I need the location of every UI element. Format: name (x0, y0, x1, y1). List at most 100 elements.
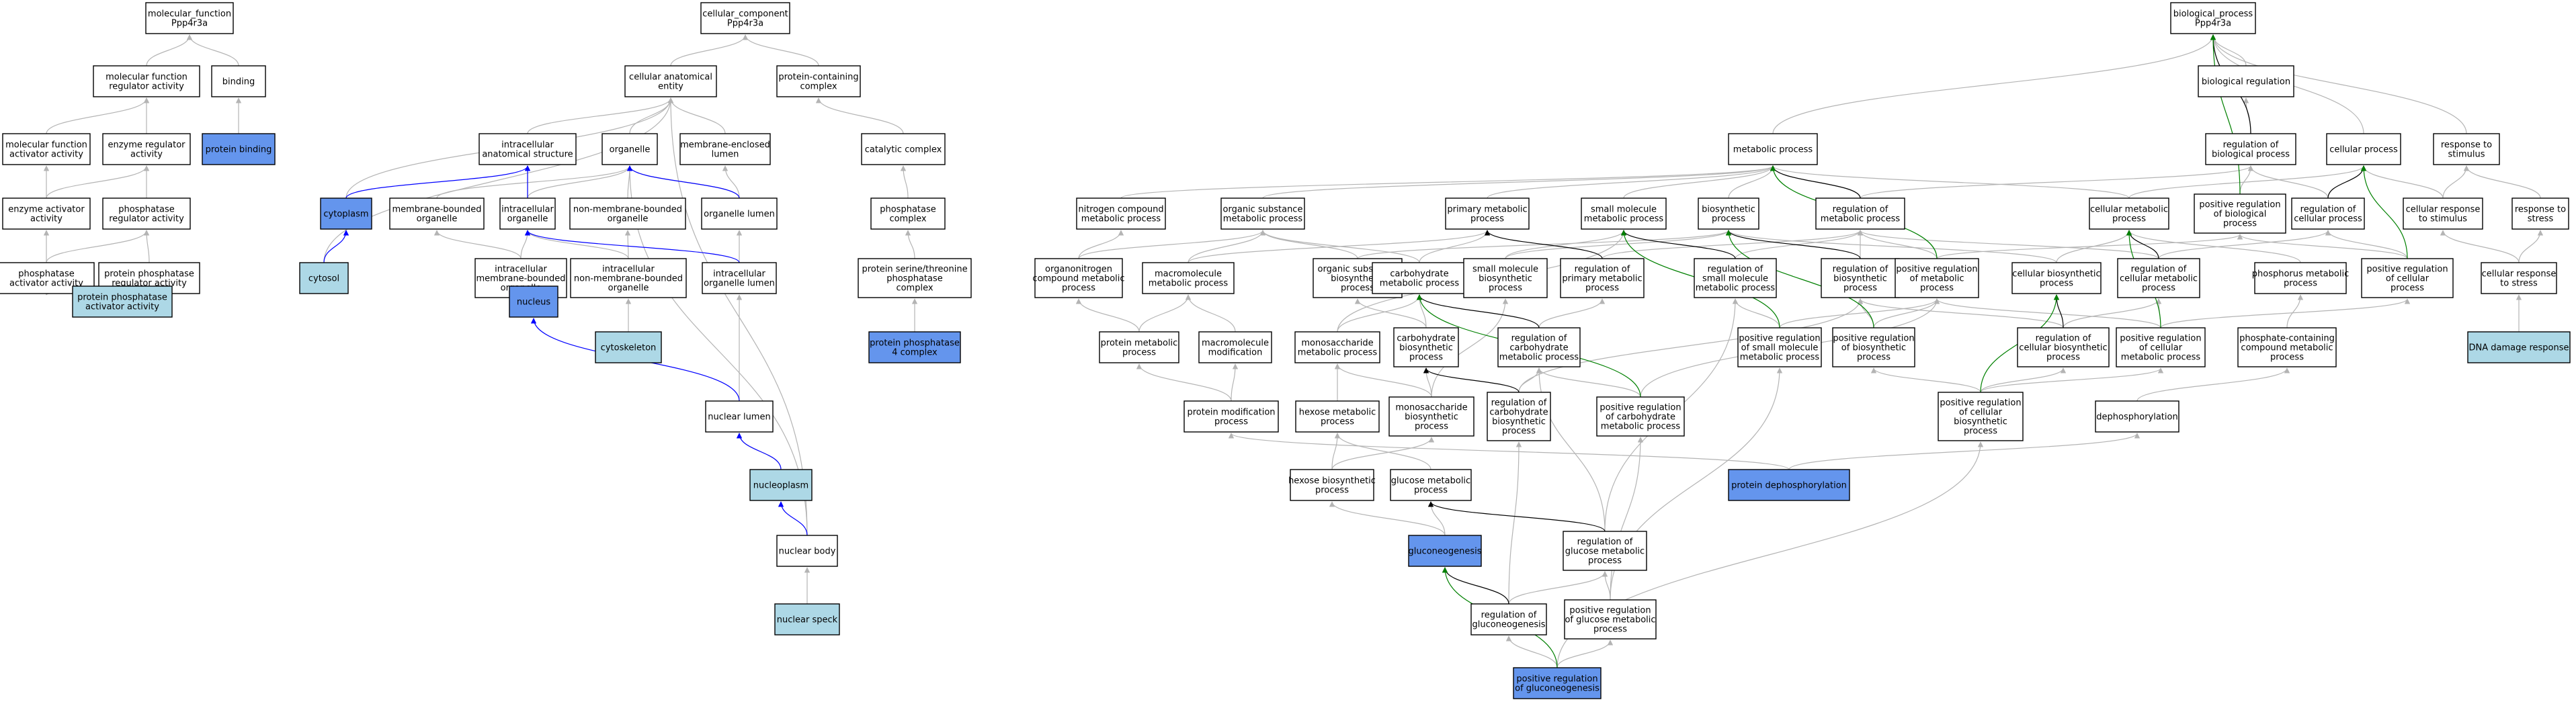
go-term-node-cytoskel[interactable]: cytoskeleton (595, 331, 662, 363)
go-term-node-cytoplasm[interactable]: cytoplasm (320, 197, 372, 230)
go-term-node-inmbo[interactable]: intracellularnon-membrane-boundedorganel… (570, 258, 687, 298)
go-term-node-nbody[interactable]: nuclear body (776, 535, 838, 567)
go-term-node-metab[interactable]: metabolic process (1728, 133, 1818, 165)
go-term-node-cytosol[interactable]: cytosol (299, 262, 349, 294)
node-label-line: phosphorus metabolic (2252, 269, 2349, 279)
go-term-node-catcomp[interactable]: catalytic complex (861, 133, 946, 165)
go-term-node-dnadr[interactable]: DNA damage response (2467, 331, 2571, 363)
go-term-node-nspeck[interactable]: nuclear speck (774, 603, 840, 635)
node-box (479, 133, 577, 165)
go-term-node-organelle[interactable]: organelle (601, 133, 658, 165)
node-box (1487, 392, 1551, 441)
go-term-node-nucleoplasm[interactable]: nucleoplasm (749, 469, 813, 501)
go-term-node-regcarbbp[interactable]: regulation ofcarbohydratebiosyntheticpro… (1487, 392, 1551, 441)
go-term-node-olumen[interactable]: organelle lumen (701, 197, 778, 230)
edge-is-a-macmod-to-mmp (1185, 294, 1236, 333)
go-term-node-nucleus[interactable]: nucleus (509, 285, 558, 318)
go-term-node-cellproc[interactable]: cellular process (2326, 133, 2401, 165)
go-term-node-pstpc[interactable]: protein serine/threoninephosphatasecompl… (858, 258, 972, 298)
go-term-node-nlumen[interactable]: nuclear lumen (705, 400, 774, 433)
go-term-node-binding[interactable]: binding (211, 65, 266, 97)
node-label-line: positive regulation (1940, 398, 2021, 408)
node-box (1596, 396, 1685, 437)
go-term-node-breg[interactable]: biological regulation (2198, 65, 2294, 97)
node-label-line: phosphate-containing (2239, 334, 2335, 344)
node-box (2254, 262, 2347, 294)
node-label-line: regulation of (2036, 334, 2091, 344)
go-term-node-protbind[interactable]: protein binding (202, 133, 276, 165)
node-box (1076, 197, 1166, 230)
node-label-line: process (1321, 417, 1354, 427)
go-term-node-gluconeo[interactable]: gluconeogenesis (1408, 535, 1482, 567)
go-term-node-dephos[interactable]: dephosphorylation (2095, 400, 2179, 433)
go-term-node-protdephos[interactable]: protein dephosphorylation (1728, 469, 1850, 501)
